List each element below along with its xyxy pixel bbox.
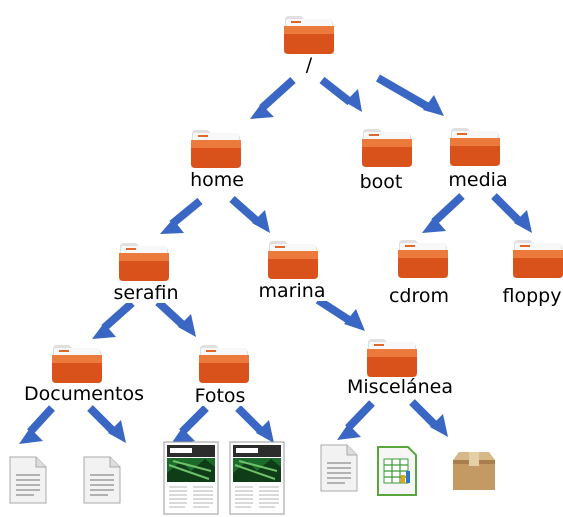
node-label-serafin: serafin [111, 282, 181, 304]
node-label-marina: marina [256, 280, 328, 302]
node-label-boot: boot [357, 171, 405, 193]
arrow-documentos-to-file-1 [19, 405, 55, 444]
arrow-miscelanea-to-sheet [409, 399, 448, 437]
node-label-documentos: Documentos [22, 383, 146, 405]
arrow-fotos-to-photo-2 [235, 405, 274, 443]
node-label-fotos: Fotos [192, 385, 248, 407]
node-label-media: media [446, 169, 510, 191]
arrow-media-to-cdrom [422, 193, 465, 233]
arrow-fotos-to-photo-1 [171, 405, 209, 444]
node-label-root: / [303, 54, 315, 76]
arrow-root-to-media [376, 74, 444, 116]
folder-icon [367, 339, 417, 377]
arrow-home-to-marina [229, 196, 270, 233]
magazine-image-icon [229, 441, 285, 515]
folder-icon [52, 345, 102, 383]
arrow-media-to-floppy [491, 193, 532, 233]
node-label-miscelanea: Miscelánea [344, 376, 456, 398]
arrow-miscelanea-to-text [337, 400, 375, 440]
text-document-icon [320, 444, 358, 492]
folder-icon [199, 345, 249, 383]
folder-icon [398, 240, 448, 278]
node-label-floppy: floppy [500, 285, 563, 307]
package-box-icon [453, 452, 495, 490]
arrow-root-to-home [250, 77, 296, 119]
arrow-documentos-to-file-2 [87, 405, 126, 443]
node-label-cdrom: cdrom [386, 285, 452, 307]
arrow-marina-to-miscelanea [315, 296, 365, 331]
text-document-icon [83, 456, 121, 504]
folder-icon [119, 243, 169, 281]
folder-icon [191, 130, 241, 168]
folder-icon [513, 240, 563, 278]
folder-icon [362, 129, 412, 167]
arrow-home-to-serafin [160, 197, 203, 234]
arrow-serafin-to-fotos [155, 299, 196, 337]
folder-icon [450, 128, 500, 166]
folder-icon [284, 16, 334, 54]
magazine-image-icon [163, 441, 219, 515]
node-label-home: home [188, 169, 246, 191]
folder-icon [268, 241, 318, 279]
text-document-icon [9, 456, 47, 504]
spreadsheet-icon [377, 446, 417, 496]
arrow-root-to-boot [319, 76, 362, 112]
arrow-serafin-to-documentos [92, 300, 135, 339]
